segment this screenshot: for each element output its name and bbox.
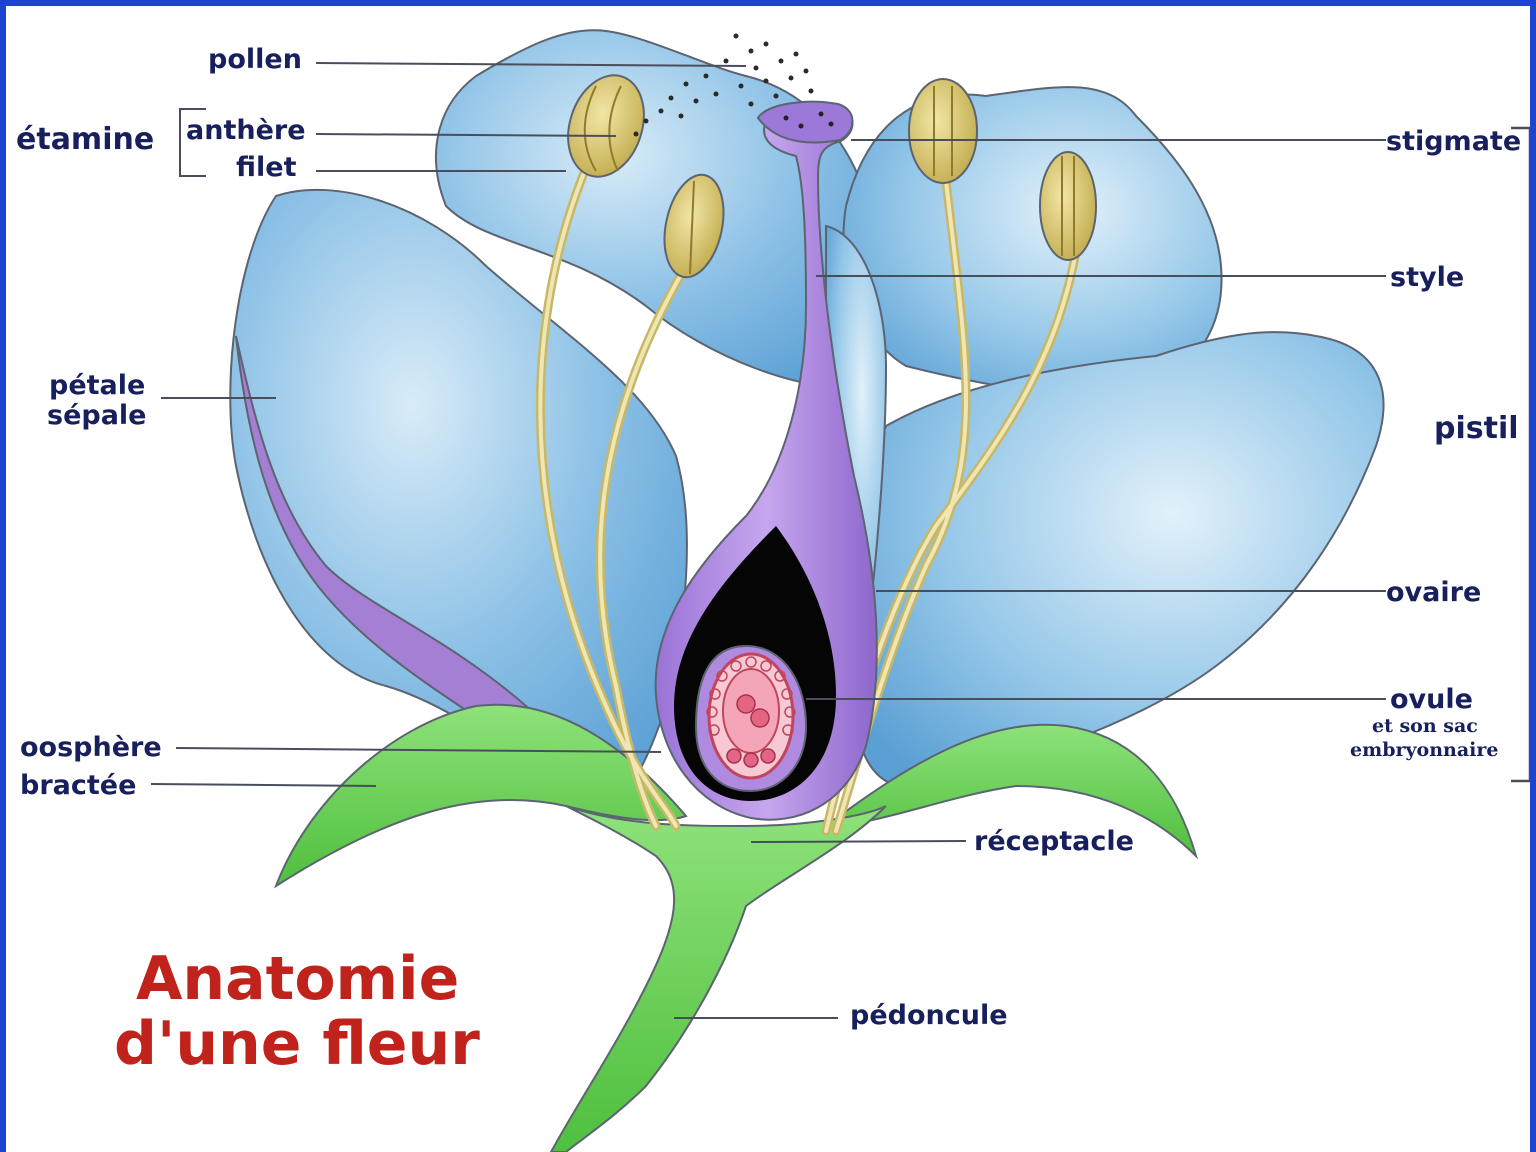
label-anthere: anthère (186, 115, 306, 146)
label-oosphere: oosphère (20, 732, 162, 763)
label-petale: pétale (49, 370, 145, 401)
label-stigmate: stigmate (1386, 126, 1521, 157)
title-line-1: Anatomie (136, 944, 459, 1014)
label-etamine: étamine (16, 122, 154, 157)
label-pistil: pistil (1434, 411, 1519, 446)
label-receptacle: réceptacle (974, 826, 1134, 857)
title-line-2: d'une fleur (114, 1009, 480, 1079)
anther-3 (909, 79, 977, 183)
label-ovaire: ovaire (1386, 577, 1481, 608)
label-bractee: bractée (20, 770, 136, 801)
petal-right (856, 332, 1384, 787)
anther-4 (1040, 152, 1096, 260)
receptacle-stem (551, 806, 886, 1152)
label-pollen: pollen (208, 44, 302, 75)
diagram-title: Anatomie d'une fleur (114, 944, 480, 1079)
label-ovule: ovule (1390, 684, 1473, 715)
label-ovule-sub1: et son sac (1372, 715, 1478, 737)
label-pedoncule: pédoncule (850, 1000, 1008, 1031)
label-filet: filet (236, 152, 297, 183)
label-sepale: sépale (47, 400, 147, 431)
label-style: style (1390, 262, 1464, 293)
flower-diagram: pollen étamine anthère filet pétale sépa… (6, 6, 1530, 1152)
label-ovule-sub2: embryonnaire (1350, 739, 1498, 761)
back-petal-right (844, 87, 1222, 394)
diagram-canvas: pollen étamine anthère filet pétale sépa… (6, 6, 1530, 1152)
